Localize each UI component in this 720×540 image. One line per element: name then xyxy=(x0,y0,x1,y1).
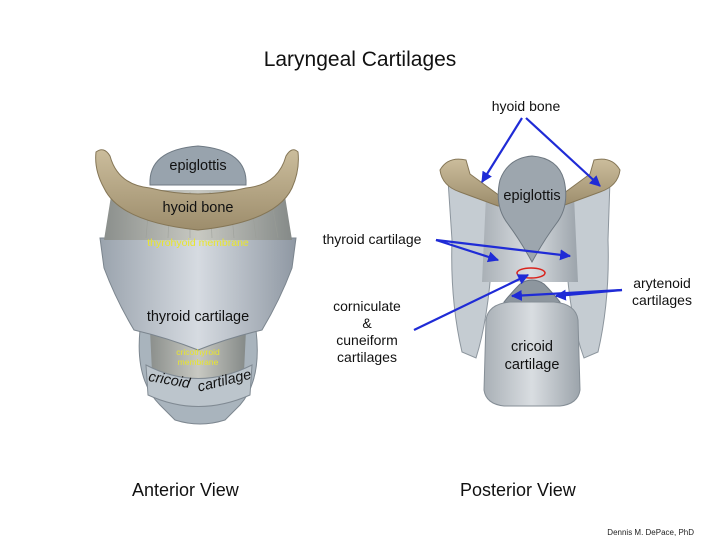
posterior-thyroid-cartilage-label: thyroid cartilage xyxy=(322,231,422,247)
anterior-epiglottis-shape xyxy=(149,145,247,186)
posterior-epiglottis-label: epiglottis xyxy=(503,188,561,204)
anterior-thyroid-cartilage-label: thyroid cartilage xyxy=(146,309,250,325)
posterior-hyoid-shape xyxy=(439,158,621,207)
cricoid-line-1: cricoid xyxy=(511,339,553,355)
arrow-thyroid-left xyxy=(435,238,500,263)
author-credit: Dennis M. DePace, PhD xyxy=(607,528,694,537)
posterior-larynx-illustration xyxy=(439,155,621,407)
anterior-cricothyroid-shape xyxy=(150,330,246,380)
anterior-view-label: Anterior View xyxy=(132,480,239,500)
posterior-cricoid-cartilage-label: cricoid cartilage xyxy=(496,338,568,374)
arrow-thyroid-right xyxy=(435,238,572,261)
cricoid-line-2: cartilage xyxy=(504,357,560,373)
corniculate-line-3: cuneiform xyxy=(336,332,398,348)
posterior-hyoid-bone-label: hyoid bone xyxy=(491,98,561,114)
pointer-arrows xyxy=(413,117,623,331)
posterior-corniculate-cuneiform-label: corniculate & cuneiform cartilages xyxy=(322,298,412,366)
corniculate-line-4: cartilages xyxy=(337,349,397,365)
posterior-arytenoid-cartilages-label: arytenoid cartilages xyxy=(622,275,702,309)
anterior-cricothyroid-membrane-label: cricothyroid membrane xyxy=(162,347,234,367)
arrow-arytenoid-right xyxy=(554,288,623,301)
posterior-epiglottis-shape xyxy=(497,155,567,264)
arrow-hyoid-right xyxy=(525,117,601,187)
anterior-hyoid-bone-label: hyoid bone xyxy=(162,200,234,216)
arrow-hyoid-left xyxy=(481,117,523,183)
posterior-cricoid-shape xyxy=(483,301,581,407)
anterior-larynx-illustration xyxy=(95,145,299,425)
arytenoid-line-1: arytenoid xyxy=(633,275,691,291)
corniculate-line-2: & xyxy=(362,315,372,331)
corniculate-line-1: corniculate xyxy=(333,298,401,314)
page-title: Laryngeal Cartilages xyxy=(263,48,457,71)
arrow-corniculate xyxy=(413,274,529,331)
anterior-thyrohyoid-membrane-label: thyrohyoid membrane xyxy=(147,237,249,249)
anterior-cricoid-band xyxy=(145,364,253,407)
cricothyroid-line-2: membrane xyxy=(177,357,219,367)
corniculate-highlight-ellipse xyxy=(516,267,546,279)
arytenoid-line-2: cartilages xyxy=(632,292,692,308)
posterior-view-label: Posterior View xyxy=(460,480,576,500)
anterior-epiglottis-label: epiglottis xyxy=(169,158,227,174)
anterior-hyoid-shape xyxy=(95,149,299,231)
anterior-thyroid-shape xyxy=(99,237,297,351)
cricothyroid-line-1: cricothyroid xyxy=(176,347,220,357)
